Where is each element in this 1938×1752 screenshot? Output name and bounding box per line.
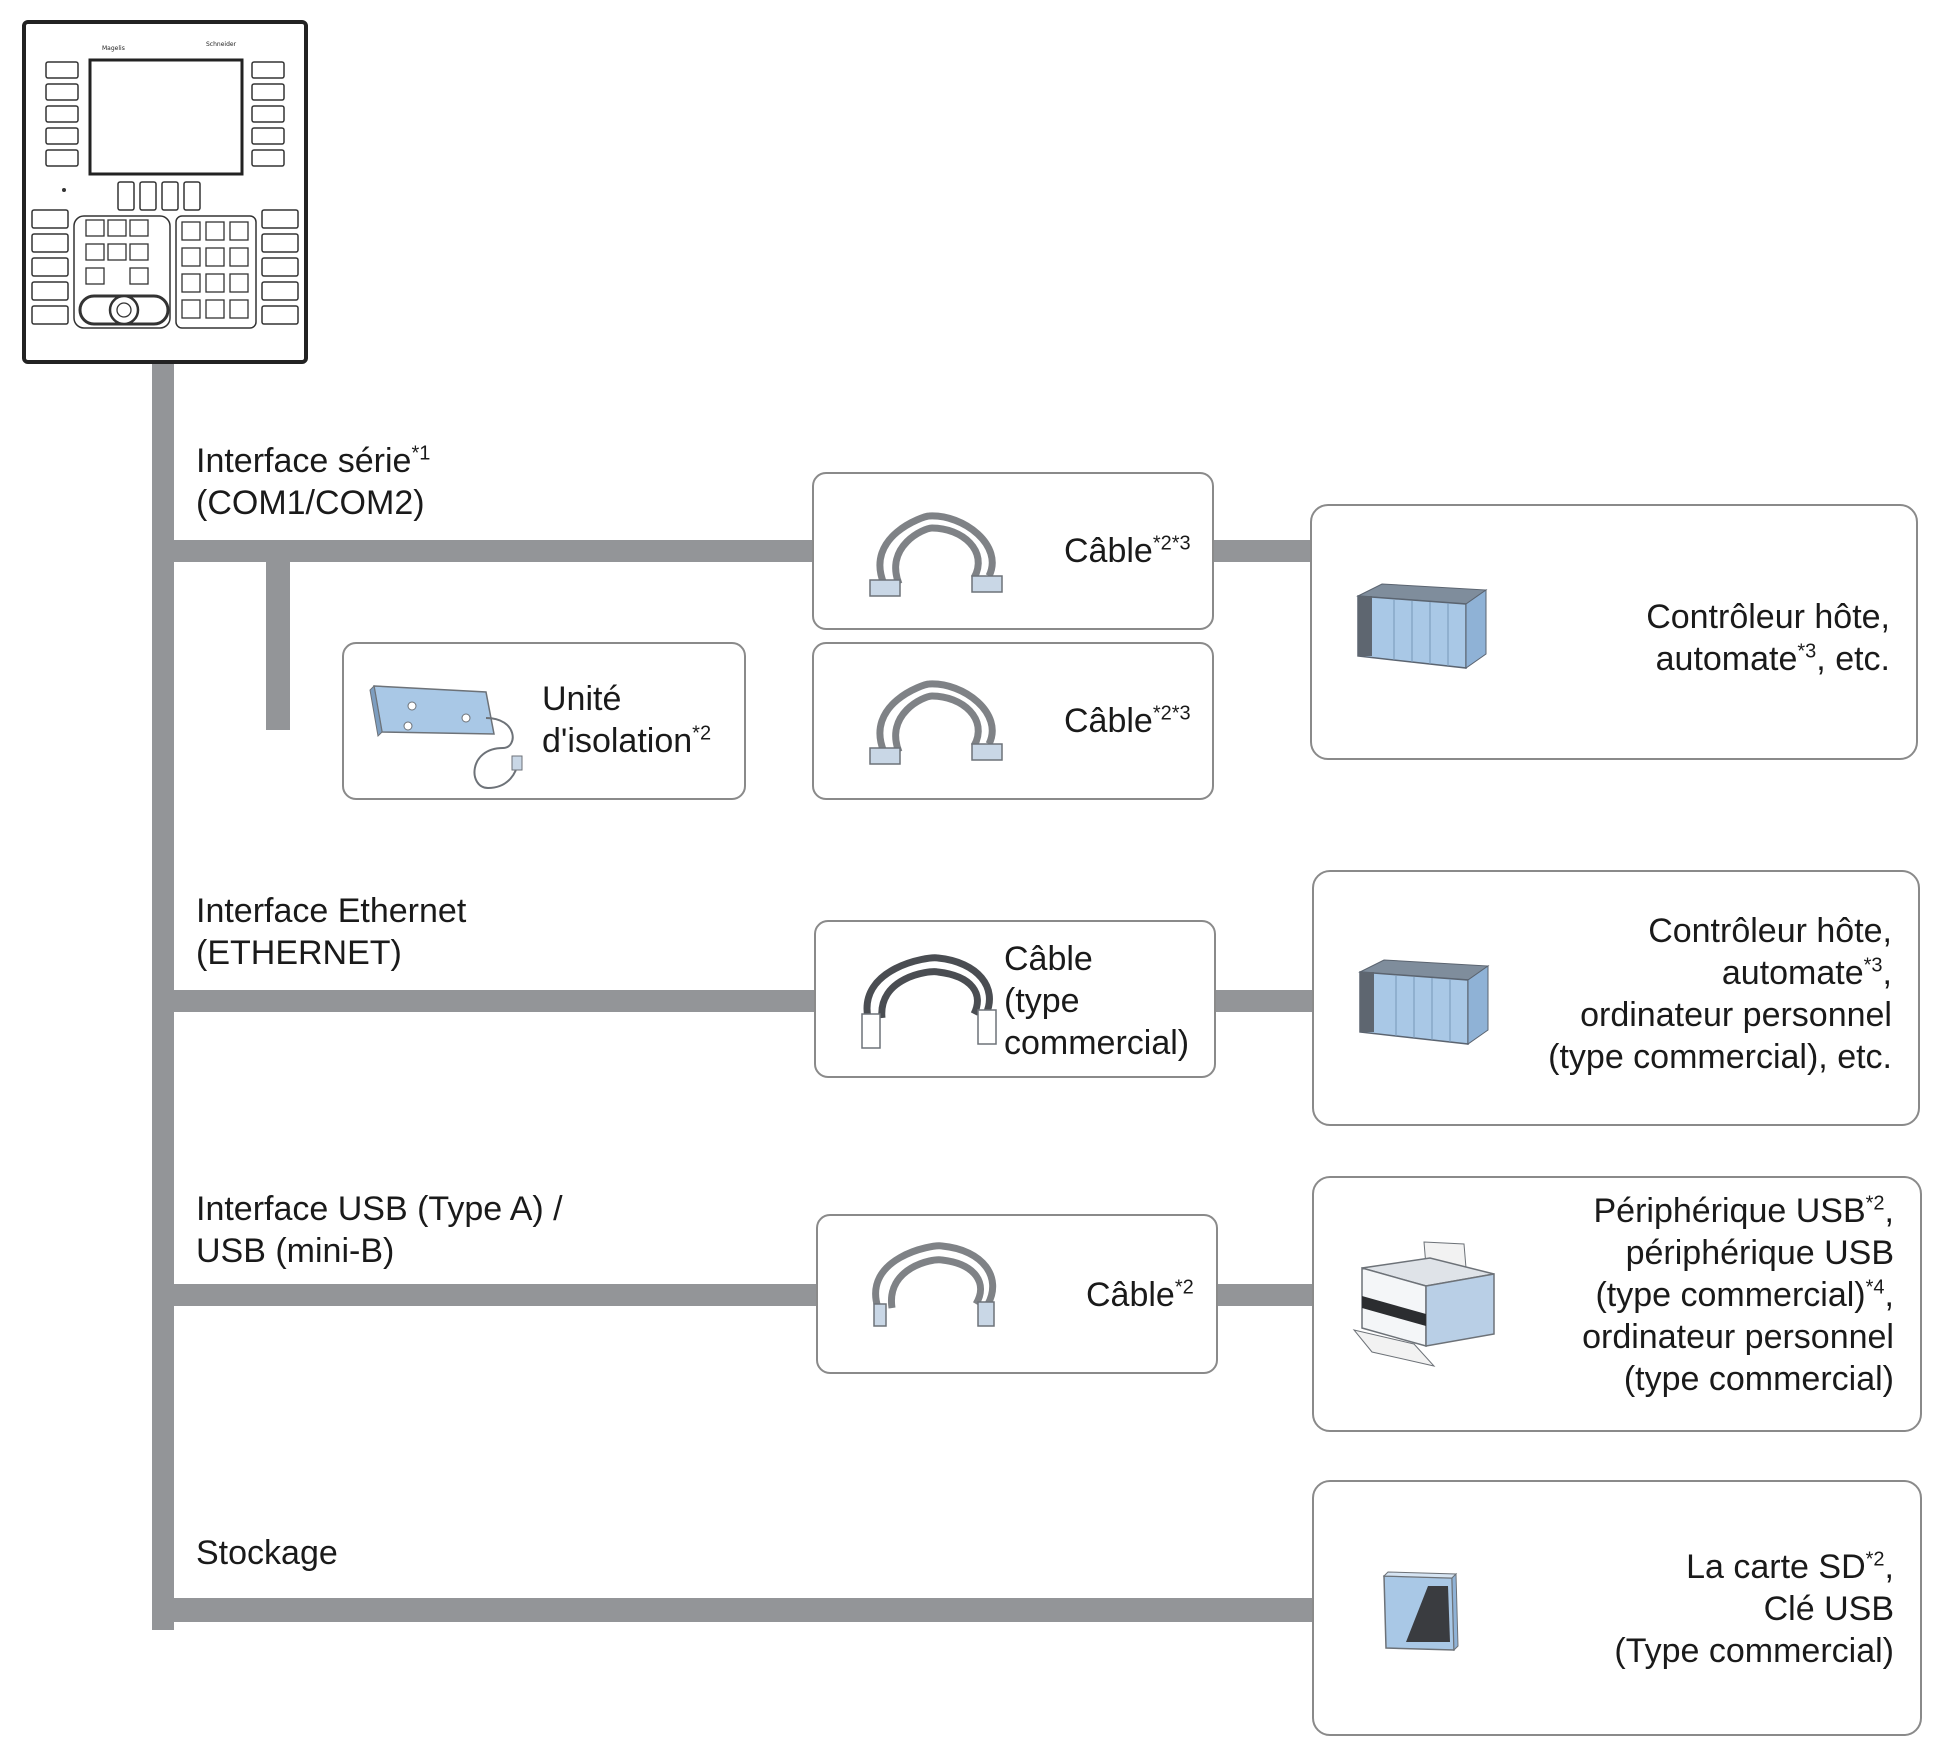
ethernet-target-box: Contrôleur hôte, automate*3, ordinateur … [1312, 870, 1920, 1126]
isolation-unit-box: Unité d'isolation*2 [342, 642, 746, 800]
ethernet-bus-to-target [1214, 990, 1314, 1012]
ethernet-bus [152, 990, 820, 1012]
usb-target-box: Périphérique USB*2, périphérique USB (ty… [1312, 1176, 1922, 1432]
usb-cable-icon [872, 1242, 997, 1327]
serial-cable-box-1: Câble*2*3 [812, 472, 1214, 630]
ethernet-cable-box: Câble (type commercial) [814, 920, 1216, 1078]
usb-bus-to-target [1214, 1284, 1316, 1306]
plc-icon [1358, 959, 1490, 1045]
serial-cable-box-2: Câble*2*3 [812, 642, 1214, 800]
ethernet-interface-label: Interface Ethernet (ETHERNET) [196, 892, 467, 972]
storage-interface-label: Stockage [196, 1534, 338, 1572]
hmi-device-icon: Magelis Schneider [22, 20, 308, 364]
svg-text:Schneider: Schneider [206, 41, 237, 48]
storage-bus [152, 1598, 1316, 1622]
serial-bus-to-target [1212, 540, 1312, 562]
hmi-device: Magelis Schneider [22, 20, 308, 364]
serial-target-box: Contrôleur hôte, automate*3, etc. [1310, 504, 1918, 760]
svg-text:Magelis: Magelis [102, 45, 125, 52]
serial-interface-label: Interface série*1 (COM1/COM2) [196, 442, 431, 522]
usb-interface-label: Interface USB (Type A) / USB (mini-B) [196, 1190, 563, 1270]
serial-cable-icon [869, 680, 1003, 765]
isolation-unit-icon [369, 684, 523, 790]
storage-target-box: La carte SD*2, Clé USB (Type commercial) [1312, 1480, 1922, 1736]
serial-cable-icon [869, 512, 1003, 597]
printer-icon [1352, 1241, 1495, 1367]
usb-cable-box: Câble*2 [816, 1214, 1218, 1374]
plc-icon [1356, 583, 1488, 669]
ethernet-cable-icon [861, 954, 997, 1049]
usb-bus [152, 1284, 822, 1306]
serial-bus [152, 540, 816, 562]
isolation-branch [266, 556, 290, 730]
sd-card-icon [1382, 1571, 1459, 1652]
